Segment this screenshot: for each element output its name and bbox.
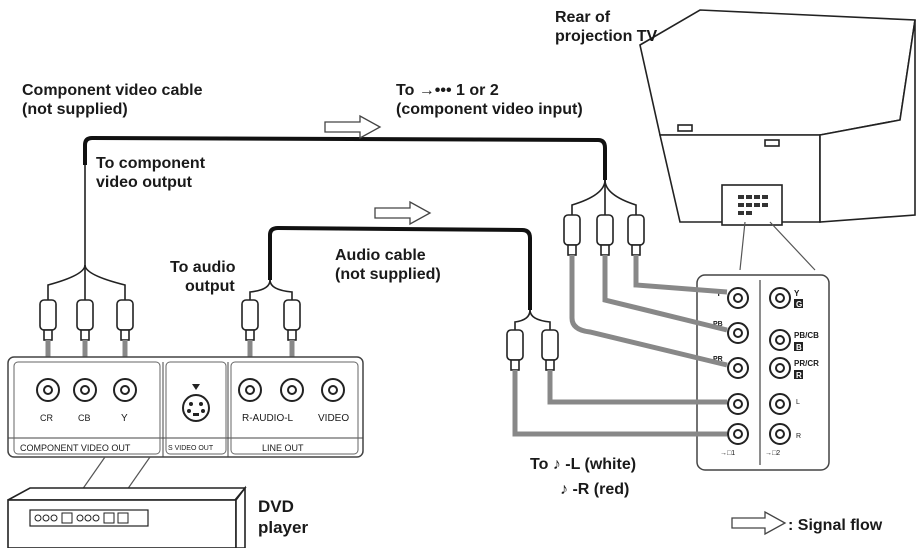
zoom-line	[769, 221, 816, 271]
projection-tv	[639, 9, 916, 226]
dvd-jack-y-label: Y	[121, 413, 128, 424]
component-video-cable	[83, 135, 607, 180]
svideo-jack	[182, 384, 210, 422]
tv-jack-pb-label: PB	[713, 321, 723, 328]
legend-signal-flow-label: : Signal flow	[788, 517, 883, 534]
signal-flow-lines	[45, 255, 728, 437]
tv-jack-y2-label: Y	[794, 289, 800, 298]
comp-cable-label-2: (not supplied)	[22, 101, 128, 118]
tv-g-badge: G	[796, 300, 802, 309]
dvd-jack-cr-label: CR	[40, 413, 53, 423]
tv-r-badge: R	[796, 371, 802, 380]
dvd-section-line: LINE OUT	[262, 443, 304, 453]
tv-input-panel: Y PB PR Y G PB/CB B PR/CR R L R →□1 →□2	[696, 274, 830, 471]
tv-r-label: R	[796, 433, 801, 440]
to-audio-label-1: To audio	[170, 259, 236, 276]
tv-input2-label: →□2	[765, 450, 780, 457]
to-comp-out-label-2: video output	[96, 174, 193, 191]
dvd-jack-cb-label: CB	[78, 413, 91, 423]
tv-prcr-label: PR/CR	[794, 359, 819, 368]
signal-flow-arrow	[374, 200, 432, 226]
to-input-label-1: To →••• 1 or 2	[396, 82, 499, 99]
dvd-label-1: DVD	[258, 497, 294, 516]
rca-plugs-tv	[506, 214, 645, 371]
to-audio-in-label-2: ♪ -R (red)	[560, 481, 629, 498]
dvd-label-2: player	[258, 518, 308, 537]
dvd-section-svideo: S VIDEO OUT	[168, 445, 214, 452]
to-input-label-2: (component video input)	[396, 101, 583, 118]
to-audio-in-label-1: To ♪ -L (white)	[530, 456, 636, 473]
tv-l-label: L	[796, 399, 800, 406]
dvd-rear-panel: CR CB Y R-AUDIO-L VIDEO COMPONENT VIDEO …	[7, 356, 364, 458]
tv-pbcb-label: PB/CB	[794, 331, 819, 340]
legend-signal-flow-arrow	[731, 510, 787, 536]
component-cable-body	[47, 165, 637, 300]
tv-input1-label: →□1	[720, 450, 735, 457]
comp-cable-label-1: Component video cable	[22, 82, 203, 99]
audio-cable	[268, 225, 532, 310]
audio-cable-label-2: (not supplied)	[335, 266, 441, 283]
dvd-player	[7, 485, 247, 548]
tv-b-badge: B	[796, 343, 802, 352]
rca-plugs-dvd	[39, 299, 301, 341]
audio-cable-label-1: Audio cable	[335, 247, 426, 264]
to-comp-out-label-1: To component	[96, 155, 206, 172]
signal-flow-arrow	[324, 114, 382, 140]
dvd-section-component: COMPONENT VIDEO OUT	[20, 443, 131, 453]
zoom-line	[739, 221, 746, 271]
rear-tv-label-1: Rear of	[555, 9, 611, 26]
rear-tv-label-2: projection TV	[555, 28, 658, 45]
to-audio-label-2: output	[185, 278, 235, 295]
dvd-jack-video-label: VIDEO	[318, 413, 349, 424]
dvd-jack-audio-label: R-AUDIO-L	[242, 413, 294, 424]
tv-jack-pr-label: PR	[713, 356, 723, 363]
